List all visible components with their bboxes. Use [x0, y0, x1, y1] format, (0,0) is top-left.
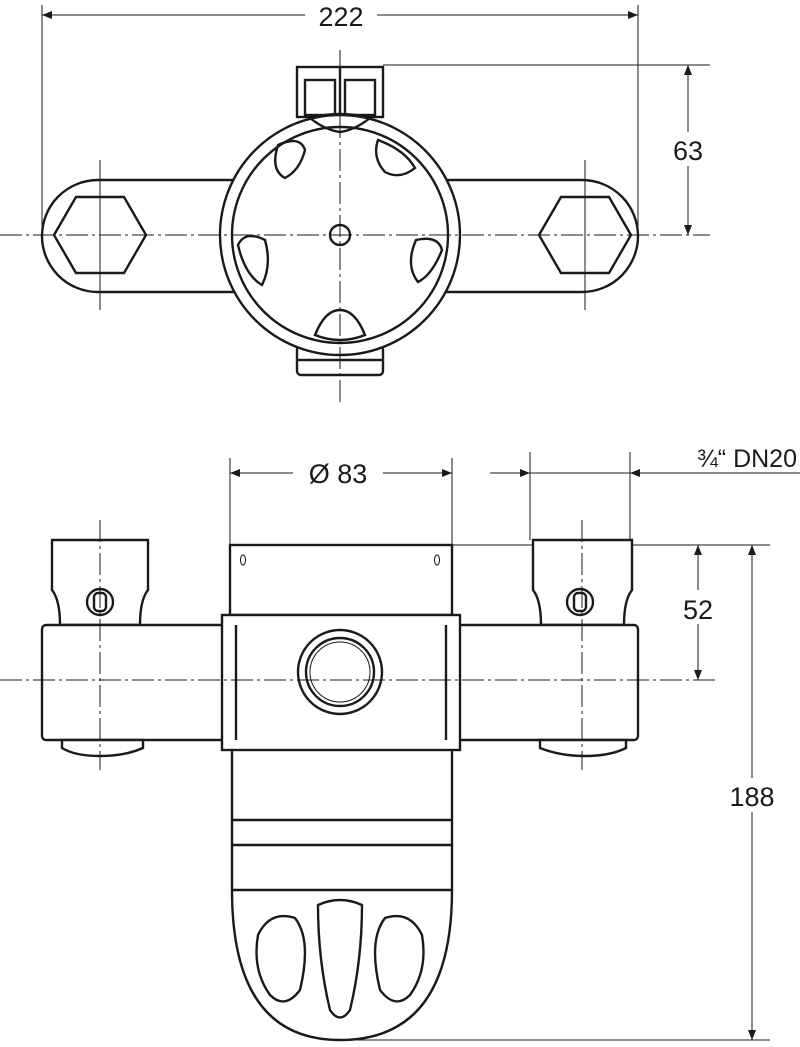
center-port	[296, 628, 384, 716]
top-view: 222 63	[0, 0, 710, 405]
width-dimension-label: 222	[318, 2, 363, 32]
front-view: Ø 83 ¾“ DN20 52 188	[0, 440, 800, 1042]
total-height-dimension-label: 188	[729, 782, 774, 812]
height-dimension-label: 63	[673, 136, 703, 166]
lower-body	[230, 750, 454, 1042]
upper-height-dimension-label: 52	[683, 595, 713, 625]
upper-cylinder	[228, 543, 454, 617]
diameter-dimension-label: Ø 83	[309, 459, 368, 489]
connection-dimension-label: ¾“ DN20	[697, 445, 797, 473]
